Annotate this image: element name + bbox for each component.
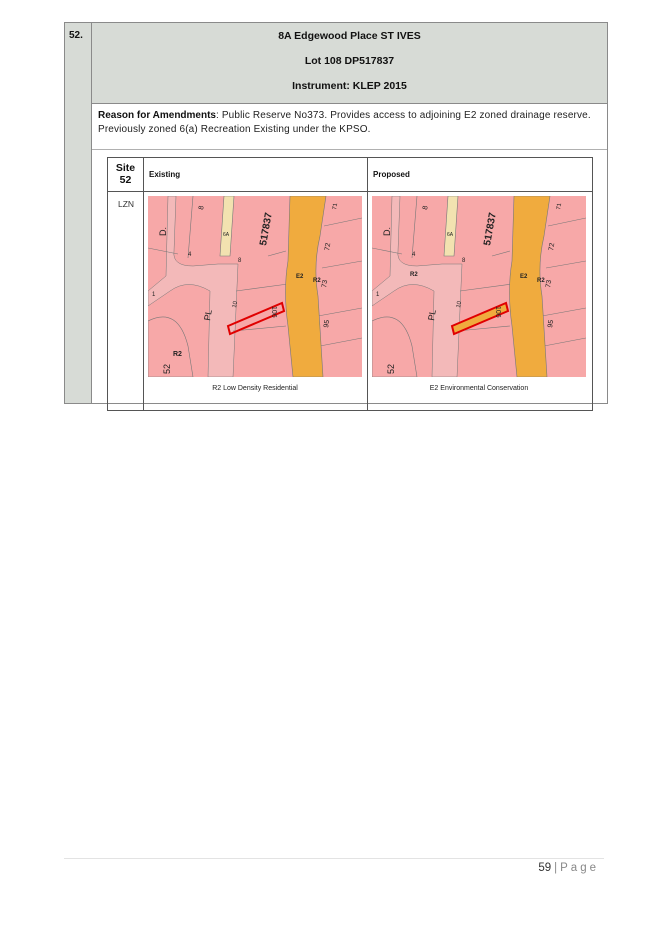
map-label-number: 8 bbox=[238, 258, 242, 264]
map-label-number: 52 bbox=[162, 364, 172, 374]
map-label-number: 4 bbox=[188, 252, 192, 258]
footer-rule bbox=[64, 858, 604, 859]
map-label-zone: E2 bbox=[296, 274, 304, 280]
map-label-number: 52 bbox=[386, 364, 396, 374]
lot-line bbox=[319, 337, 362, 347]
table-divider bbox=[143, 158, 144, 410]
lot-parcel bbox=[148, 316, 194, 377]
map-label-number: 1 bbox=[376, 292, 380, 298]
site-number: 52 bbox=[119, 174, 132, 186]
site-label: Site bbox=[115, 162, 136, 174]
lot-line bbox=[372, 247, 403, 255]
reason-for-amendments: Reason for Amendments: Public Reserve No… bbox=[98, 109, 598, 137]
site-heading: Site 52 bbox=[108, 162, 143, 186]
map-label-zone: R2 bbox=[313, 278, 321, 284]
road-area bbox=[148, 196, 239, 377]
subject-lot-outline bbox=[226, 301, 286, 336]
table-divider bbox=[367, 158, 368, 410]
map-label-number: 71 bbox=[556, 202, 563, 210]
page-number: 59 bbox=[538, 862, 552, 874]
lot-line bbox=[541, 307, 586, 317]
entry-lot: Lot 108 DP517837 bbox=[304, 55, 395, 67]
footer-separator: | bbox=[554, 862, 558, 874]
map-label-number: 8 bbox=[198, 205, 206, 210]
map-label-zone: R2 bbox=[173, 351, 182, 358]
map-label-number: 73 bbox=[545, 279, 553, 288]
lot-line bbox=[235, 283, 289, 292]
map-label-road: D. bbox=[158, 227, 168, 236]
map-label-number: 71 bbox=[332, 202, 339, 210]
page-word: Page bbox=[560, 862, 599, 874]
lot-line bbox=[547, 217, 586, 227]
reason-text: : Public Reserve No373. Provides access … bbox=[98, 110, 591, 135]
proposed-heading: Proposed bbox=[373, 170, 410, 179]
map-label-number: 72 bbox=[324, 242, 332, 251]
lot-line bbox=[232, 325, 287, 332]
entry-instrument: Instrument: KLEP 2015 bbox=[292, 80, 407, 92]
existing-heading: Existing bbox=[149, 170, 181, 179]
entry-number-column: 52. bbox=[65, 23, 92, 403]
lot-line bbox=[543, 337, 586, 347]
map-label-number: 95 bbox=[547, 319, 555, 328]
map-label-number: 106 bbox=[270, 306, 277, 318]
map-label-number: 8 bbox=[422, 205, 430, 210]
lot-line bbox=[323, 217, 362, 227]
existing-caption: R2 Low Density Residential bbox=[212, 385, 298, 392]
amendment-entry: 52. 8A Edgewood Place ST IVES Lot 108 DP… bbox=[64, 22, 608, 411]
row-label: LZN bbox=[118, 199, 135, 209]
lot-line bbox=[317, 307, 362, 317]
map-label-number: 73 bbox=[321, 279, 329, 288]
proposed-caption: E2 Environmental Conservation bbox=[429, 385, 529, 392]
lot-line bbox=[321, 260, 362, 269]
map-label-number: 95 bbox=[323, 319, 331, 328]
page-footer: 59|Page bbox=[538, 862, 599, 874]
map-label-road: D. bbox=[382, 227, 392, 236]
proposed-zoning-map: 517837 D. PL R2 E2 R2 52 8 8 4 1 10 106 … bbox=[372, 196, 586, 377]
table-divider bbox=[108, 191, 592, 192]
map-label-number: 4 bbox=[412, 252, 416, 258]
reason-label: Reason for Amendments bbox=[98, 110, 216, 121]
map-label-zone: R2 bbox=[537, 278, 545, 284]
lot-line bbox=[456, 325, 511, 332]
lot-line bbox=[491, 250, 511, 257]
map-label-number: 106 bbox=[494, 306, 501, 318]
map-label-number: 10 bbox=[232, 300, 239, 308]
map-label-number: 8 bbox=[462, 258, 466, 264]
map-label-road: PL bbox=[426, 309, 438, 322]
lot-line bbox=[148, 247, 179, 255]
e2-corridor bbox=[509, 196, 551, 377]
map-label-number: 6A bbox=[223, 232, 230, 238]
subject-lot-outline bbox=[450, 301, 510, 336]
entry-number: 52. bbox=[69, 30, 83, 41]
map-label-road: PL bbox=[202, 309, 214, 322]
e2-corridor bbox=[285, 196, 327, 377]
map-label-number: 72 bbox=[548, 242, 556, 251]
lot-line bbox=[187, 196, 194, 259]
lot-line bbox=[459, 283, 513, 292]
road-area bbox=[372, 196, 463, 377]
pathway-strip bbox=[219, 196, 235, 257]
existing-zoning-map: 517837 D. PL R2 E2 R2 52 8 8 4 1 10 106 … bbox=[148, 196, 362, 377]
divider bbox=[92, 149, 607, 150]
zoning-map-table: Site 52 Existing Proposed LZN bbox=[107, 157, 593, 411]
lot-line bbox=[267, 250, 287, 257]
lot-parcel bbox=[372, 316, 418, 377]
map-label-number: 6A bbox=[447, 232, 454, 238]
lot-line bbox=[411, 196, 418, 259]
map-label-zone: R2 bbox=[410, 272, 418, 278]
lot-line bbox=[545, 260, 586, 269]
map-label-zone: E2 bbox=[520, 274, 528, 280]
map-label-number: 10 bbox=[456, 300, 463, 308]
entry-header: 8A Edgewood Place ST IVES Lot 108 DP5178… bbox=[92, 23, 607, 104]
entry-address: 8A Edgewood Place ST IVES bbox=[278, 30, 421, 42]
pathway-strip bbox=[443, 196, 459, 257]
map-label-number: 1 bbox=[152, 292, 156, 298]
